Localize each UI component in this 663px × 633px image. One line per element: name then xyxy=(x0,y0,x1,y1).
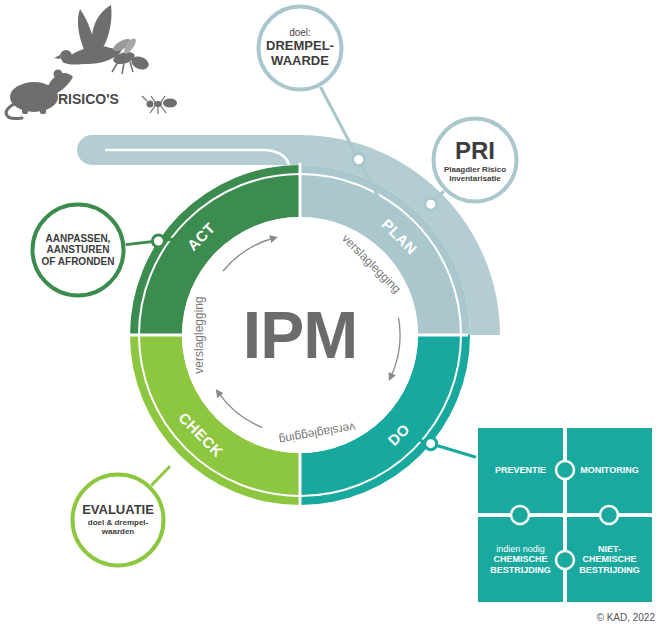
node-title: PREVENTIE xyxy=(484,465,557,475)
node-title: ACT xyxy=(184,219,219,254)
node-text: Plaagdier Risico Inventarisatie xyxy=(442,165,508,183)
leader-dot xyxy=(353,154,365,166)
node-title: doel: xyxy=(265,27,335,39)
node-title: DO xyxy=(384,420,413,449)
phase-label: PLAN xyxy=(373,211,424,262)
cycle-arrow xyxy=(391,318,400,378)
ring-center xyxy=(182,217,418,453)
phase-label: CHECK xyxy=(171,404,231,464)
circle-shape xyxy=(73,475,164,566)
leader-dot xyxy=(425,198,437,210)
puzzle-piece: PREVENTIE xyxy=(478,428,563,513)
circle-shape xyxy=(259,7,342,90)
cycle-note: verslaglegging xyxy=(193,296,206,373)
circle-shape xyxy=(33,205,124,296)
copyright: © KAD, 2022 xyxy=(596,612,655,623)
phase-label: DO xyxy=(380,415,417,452)
leader-line xyxy=(320,87,384,209)
segment-dividers xyxy=(128,163,468,507)
leader-dot xyxy=(152,235,164,247)
node-title: NIET- CHEMISCHE BESTRIJDING xyxy=(573,544,646,575)
puzzle-piece: NIET- CHEMISCHE BESTRIJDING xyxy=(567,517,652,602)
leader-dot xyxy=(425,438,437,450)
puzzle xyxy=(478,428,652,602)
node-title: PRI xyxy=(440,137,510,165)
cycle-arrow xyxy=(218,392,262,427)
pri-circle: PRIPlaagdier Risico Inventarisatie xyxy=(431,116,519,204)
act-callout: AANPASSEN, AANSTUREN OF AFRONDEN xyxy=(30,202,126,298)
node-title: CHECK xyxy=(175,408,227,460)
node-title: EVALUATIE xyxy=(75,503,161,518)
puzzle-piece: MONITORING xyxy=(567,428,652,513)
circle-content: AANPASSEN, AANSTUREN OF AFRONDEN xyxy=(30,202,126,298)
pest-silhouettes xyxy=(6,5,177,119)
evaluation-circle: EVALUATIEdoel & drempel- waarden xyxy=(70,472,166,568)
leader-line xyxy=(151,466,170,485)
cycle-arrow xyxy=(223,238,274,271)
goal-circle: doel:DREMPEL- WAARDE xyxy=(256,4,344,92)
circle-content: PRIPlaagdier Risico Inventarisatie xyxy=(431,116,519,204)
circle-content: doel:DREMPEL- WAARDE xyxy=(256,4,344,92)
circle-shape xyxy=(434,119,517,202)
risk-label: RISICO'S xyxy=(58,92,119,107)
node-title: AANPASSEN, AANSTUREN OF AFRONDEN xyxy=(40,233,116,268)
band-arrow xyxy=(105,150,290,170)
puzzle-piece: indien nodigCHEMISCHE BESTRIJDING xyxy=(478,517,563,602)
node-text: doel & drempel- waarden xyxy=(83,518,153,536)
node-title: MONITORING xyxy=(573,465,646,475)
center-title: IPM xyxy=(243,299,357,372)
phase-label: ACT xyxy=(179,214,223,258)
node-text: CHEMISCHE BESTRIJDING xyxy=(484,554,557,575)
node-text: DREMPEL- WAARDE xyxy=(262,39,338,69)
circle-content: EVALUATIEdoel & drempel- waarden xyxy=(70,472,166,568)
ring-line xyxy=(139,174,461,496)
node-title: indien nodig xyxy=(484,544,557,554)
cycle-note: verslaglegging xyxy=(278,420,357,446)
node-title: PLAN xyxy=(378,215,420,257)
